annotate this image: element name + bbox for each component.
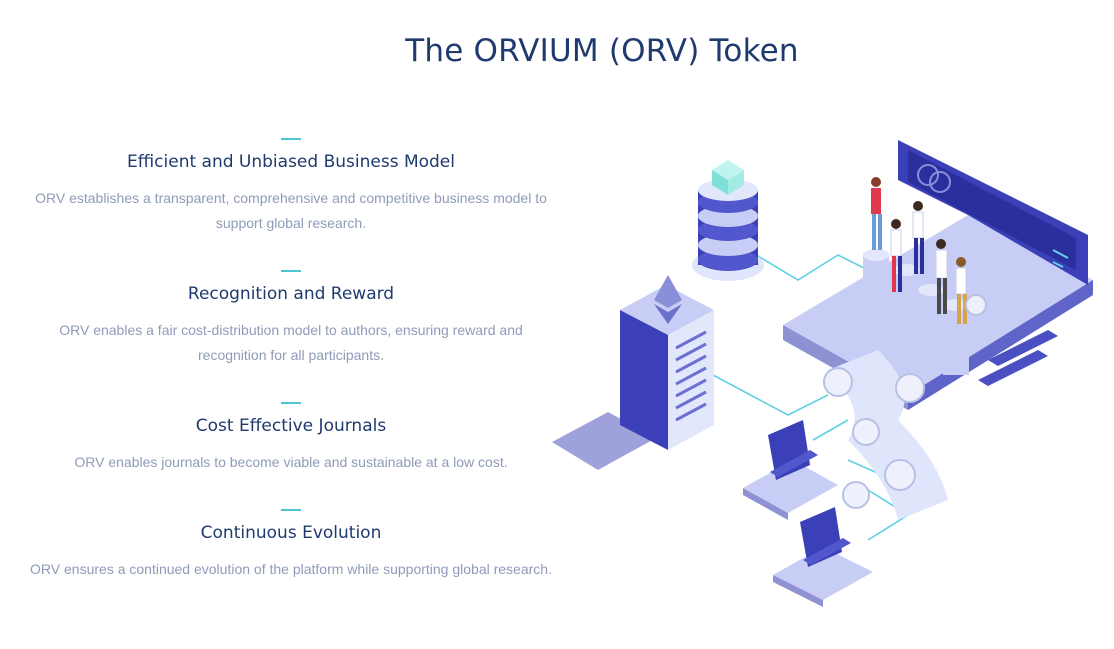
feature-item: Recognition and Reward ORV enables a fai… (30, 270, 552, 368)
feature-heading: Continuous Evolution (200, 523, 382, 543)
feature-text: ORV enables a fair cost-distribution mod… (59, 322, 523, 363)
feature-heading: Recognition and Reward (187, 284, 395, 304)
accent-dash (281, 138, 301, 140)
accent-dash (281, 402, 301, 404)
database-icon (692, 160, 764, 281)
accent-dash (281, 270, 301, 272)
feature-heading: Cost Effective Journals (195, 416, 387, 436)
page-title: The ORVIUM (ORV) Token (405, 32, 799, 69)
feature-heading: Efficient and Unbiased Business Model (126, 152, 455, 172)
laptop-small-icon (773, 507, 873, 607)
people-icon (871, 177, 967, 324)
feature-text: ORV enables journals to become viable an… (74, 454, 508, 470)
server-rack-icon (620, 275, 714, 450)
paper-strip (828, 350, 948, 520)
feature-text: ORV establishes a transparent, comprehen… (35, 190, 547, 231)
feature-item: Continuous Evolution ORV ensures a conti… (30, 509, 552, 582)
feature-text: ORV ensures a continued evolution of the… (30, 561, 552, 577)
coin-icon (823, 294, 987, 509)
feature-item: Cost Effective Journals ORV enables jour… (30, 402, 552, 475)
blockchain-network-illustration (552, 140, 1093, 607)
podium-icon (863, 249, 969, 375)
laptop-small-icon (743, 420, 838, 520)
feature-item: Efficient and Unbiased Business Model OR… (30, 138, 552, 236)
accent-dash (281, 509, 301, 511)
